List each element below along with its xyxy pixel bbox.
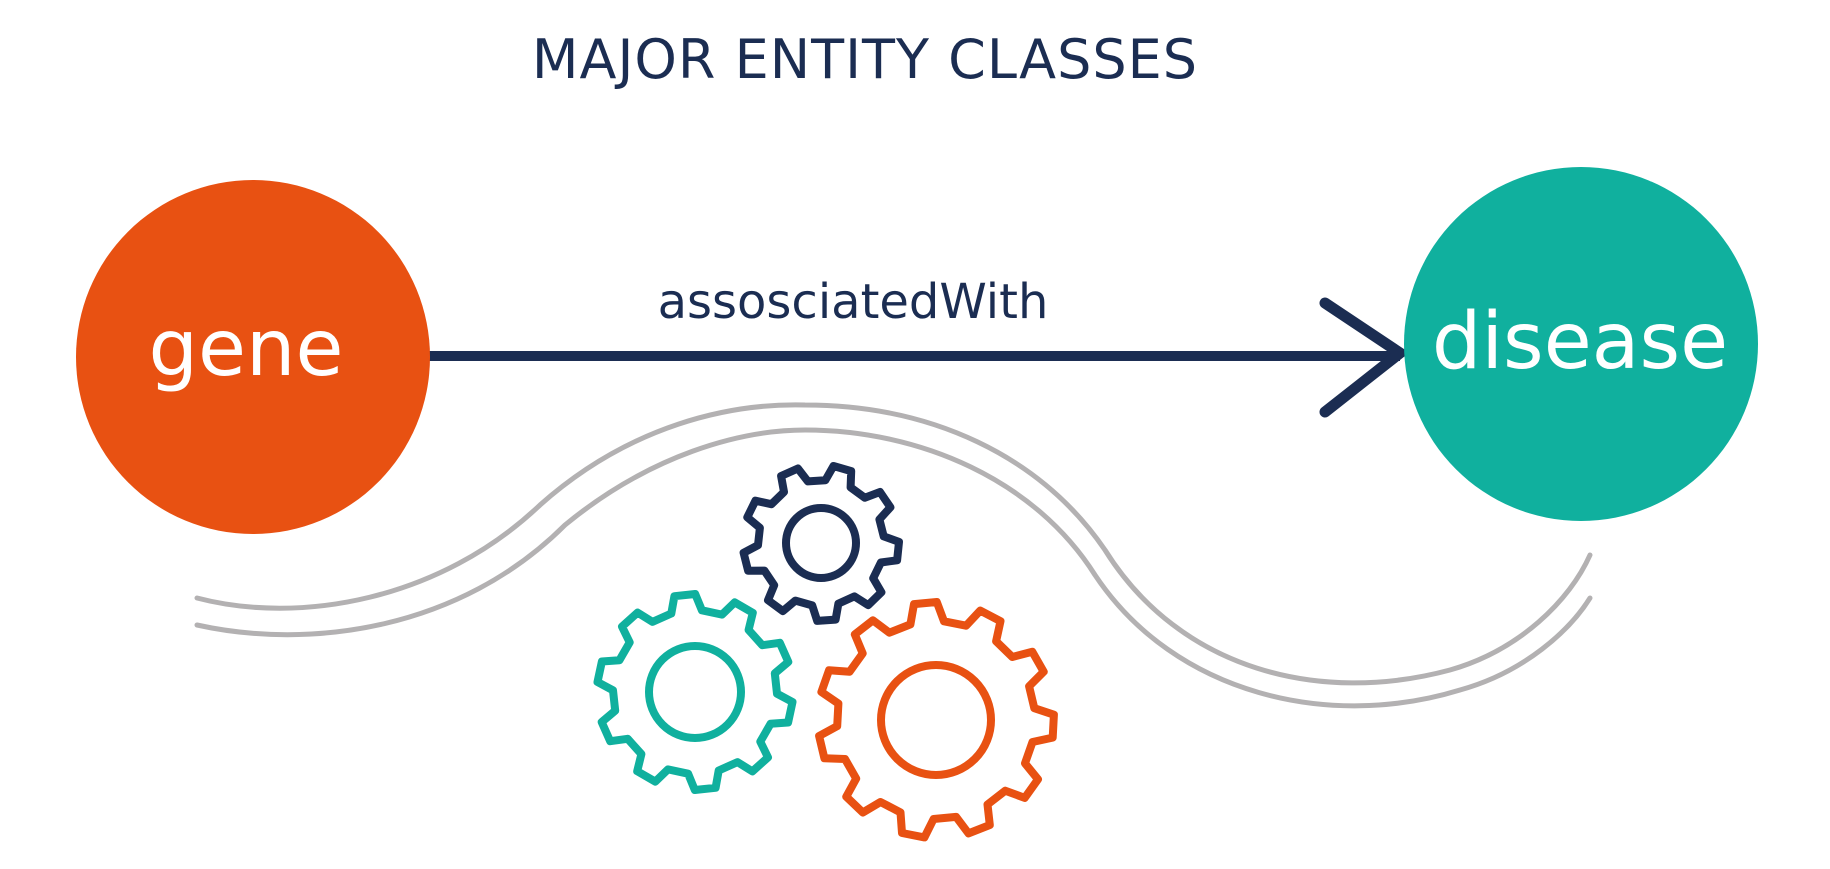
- gene-node-label: gene: [149, 304, 344, 394]
- disease-node-label: disease: [1432, 297, 1728, 387]
- gear-teeth: [739, 462, 903, 625]
- pathway-line-upper: [194, 402, 1593, 686]
- gear-icon: [593, 590, 797, 794]
- pathway-lines: [194, 402, 1593, 709]
- pathway-line-lower: [194, 427, 1593, 709]
- gear-icon: [739, 462, 903, 625]
- gear-hole: [877, 661, 995, 779]
- disease-node-circle: [1404, 167, 1758, 521]
- associated-with-edge: assosciatedWith: [425, 274, 1410, 418]
- gear-teeth: [593, 590, 797, 794]
- gene-node: gene: [76, 180, 430, 534]
- gear-hole: [645, 642, 745, 742]
- arrowhead-icon: [1319, 297, 1410, 418]
- gear-teeth: [815, 598, 1058, 842]
- disease-node: disease: [1404, 167, 1758, 521]
- edge-label: assosciatedWith: [658, 274, 1049, 330]
- gear-hole: [782, 504, 860, 582]
- gears-group: [593, 462, 1058, 842]
- diagram-title: MAJOR ENTITY CLASSES: [532, 28, 1198, 91]
- gear-icon: [815, 598, 1058, 842]
- gene-node-circle: [76, 180, 430, 534]
